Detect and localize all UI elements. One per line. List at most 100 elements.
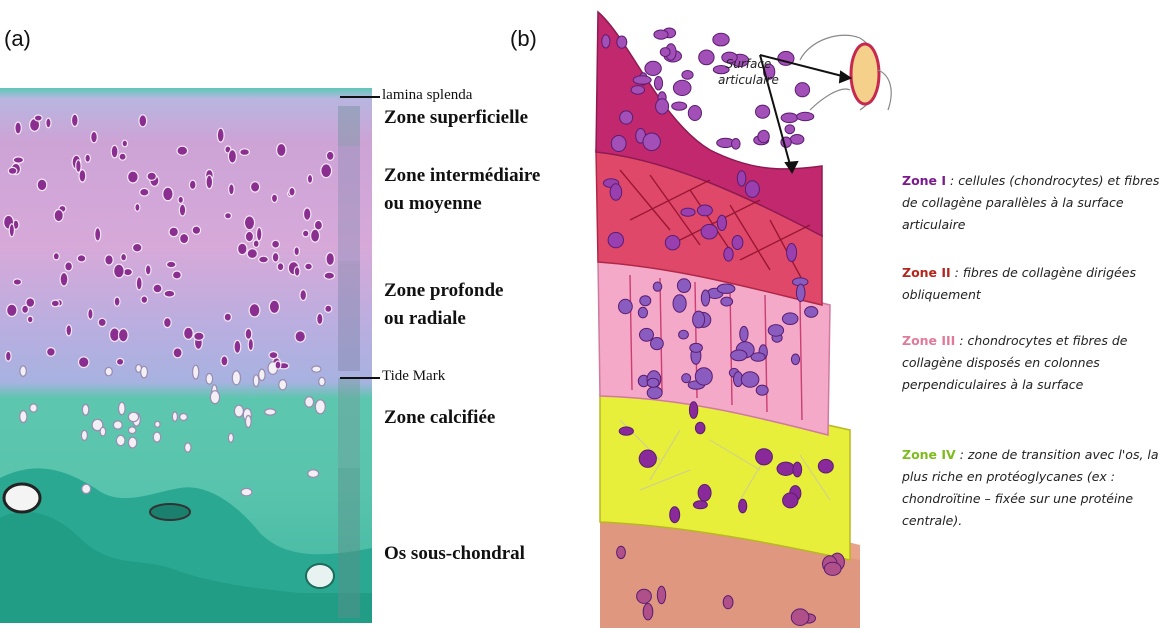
chondrocyte bbox=[119, 153, 126, 160]
chondrocyte bbox=[13, 279, 21, 285]
chondrocyte bbox=[206, 175, 213, 189]
illustrated-cell bbox=[647, 387, 662, 399]
illustrated-cell bbox=[656, 99, 669, 114]
illustrated-cell bbox=[660, 48, 670, 57]
chondrocyte bbox=[245, 328, 252, 339]
chondrocyte bbox=[136, 277, 142, 290]
illustrated-cell bbox=[699, 50, 714, 65]
chondrocyte bbox=[81, 430, 87, 440]
chondrocyte bbox=[119, 402, 126, 414]
chondrocyte bbox=[123, 269, 132, 276]
chondrocyte bbox=[314, 220, 322, 230]
chondrocyte bbox=[307, 175, 312, 184]
chondrocyte bbox=[300, 290, 307, 301]
chondrocyte bbox=[117, 358, 124, 365]
illustrated-cell bbox=[805, 307, 818, 318]
chondrocyte bbox=[128, 412, 138, 421]
chondrocyte bbox=[172, 412, 177, 421]
illustrated-cell bbox=[640, 296, 651, 306]
panel-a-label: (a) bbox=[4, 26, 31, 52]
chondrocyte bbox=[275, 361, 281, 369]
illustrated-cell bbox=[756, 449, 773, 465]
illustrated-cell bbox=[713, 33, 729, 46]
illustrated-cell bbox=[732, 236, 743, 250]
illustrated-cell bbox=[654, 77, 662, 90]
chondrocyte bbox=[155, 421, 160, 427]
lamina-label: lamina splenda bbox=[382, 87, 472, 104]
illustrated-cell bbox=[682, 374, 691, 383]
zone-1-line1: Zone superficielle bbox=[384, 104, 528, 132]
illustrated-cell bbox=[701, 224, 717, 239]
illustrated-cell bbox=[783, 493, 798, 508]
illustrated-cell bbox=[756, 105, 770, 118]
illustrated-cell bbox=[617, 546, 626, 558]
chondrocyte bbox=[272, 240, 280, 248]
chondrocyte bbox=[234, 405, 243, 417]
illustrated-cell bbox=[731, 350, 747, 361]
chondrocyte bbox=[305, 263, 313, 270]
illustrated-cell bbox=[654, 30, 668, 39]
legend-zone-i: Zone I : cellules (chondrocytes) et fibr… bbox=[902, 170, 1160, 236]
illustrated-cell bbox=[768, 325, 783, 337]
panel-b-label: (b) bbox=[510, 26, 537, 52]
chondrocyte bbox=[82, 404, 88, 415]
chondrocyte bbox=[315, 400, 325, 414]
illustrated-cell bbox=[782, 313, 798, 325]
illustrated-cell bbox=[673, 295, 686, 312]
illustrated-cell bbox=[633, 76, 651, 85]
chondrocyte bbox=[269, 352, 278, 359]
chondrocyte bbox=[238, 243, 247, 255]
chondrocyte bbox=[114, 264, 125, 278]
chondrocyte bbox=[294, 267, 300, 276]
zone-2-line2: ou moyenne bbox=[384, 190, 540, 218]
chondrocyte bbox=[295, 331, 305, 342]
illustrated-cell bbox=[620, 111, 633, 124]
chondrocyte bbox=[122, 140, 127, 147]
legend-zone-ii-name: Zone II bbox=[902, 265, 951, 280]
illustrated-cell bbox=[758, 130, 769, 142]
chondrocyte bbox=[228, 433, 233, 442]
chondrocyte bbox=[253, 240, 259, 247]
chondrocyte bbox=[37, 179, 47, 191]
chondrocyte bbox=[259, 369, 265, 380]
chondrocyte bbox=[54, 210, 63, 222]
illustrated-cell bbox=[643, 604, 653, 620]
chondrocyte bbox=[312, 366, 321, 372]
chondrocyte bbox=[164, 318, 172, 328]
chondrocyte bbox=[246, 416, 252, 428]
chondrocyte bbox=[234, 340, 241, 353]
illustrated-cell bbox=[637, 589, 652, 603]
chondrocyte bbox=[228, 150, 236, 164]
chondrocyte bbox=[53, 253, 59, 260]
chondrocyte bbox=[163, 187, 173, 201]
chondrocyte bbox=[95, 228, 101, 241]
chondrocyte bbox=[257, 227, 262, 240]
chondrocyte bbox=[9, 224, 14, 237]
legend-zone-iv: Zone IV : zone de transition avec l'os, … bbox=[902, 444, 1160, 532]
chondrocyte bbox=[269, 300, 279, 313]
chondrocyte bbox=[6, 351, 12, 361]
illustrated-cell bbox=[640, 328, 654, 341]
chondrocyte bbox=[317, 313, 323, 324]
chondrocyte bbox=[217, 128, 224, 142]
chondrocyte bbox=[225, 213, 232, 219]
chondrocyte bbox=[244, 216, 254, 230]
illustrated-cell bbox=[651, 338, 664, 350]
illustrated-cell bbox=[740, 326, 748, 341]
illustrated-cell bbox=[698, 485, 711, 502]
chondrocyte bbox=[319, 377, 325, 385]
illustrated-cell bbox=[791, 354, 799, 365]
chondrocyte bbox=[304, 208, 311, 220]
chondrocyte bbox=[119, 329, 129, 342]
chondrocyte bbox=[66, 325, 72, 336]
illustrated-cell bbox=[631, 86, 644, 95]
chondrocyte bbox=[178, 196, 183, 203]
chondrocyte bbox=[15, 122, 21, 134]
chondrocyte bbox=[72, 114, 79, 126]
zone-intermediaire-label: Zone intermédiaire ou moyenne bbox=[384, 162, 540, 218]
chondrocyte bbox=[13, 157, 23, 163]
chondrocyte bbox=[303, 230, 309, 237]
legend-zone-iii-name: Zone III bbox=[902, 333, 955, 348]
surface-articulaire-label: Surface articulaire bbox=[718, 56, 779, 88]
chondrocyte bbox=[240, 149, 250, 156]
